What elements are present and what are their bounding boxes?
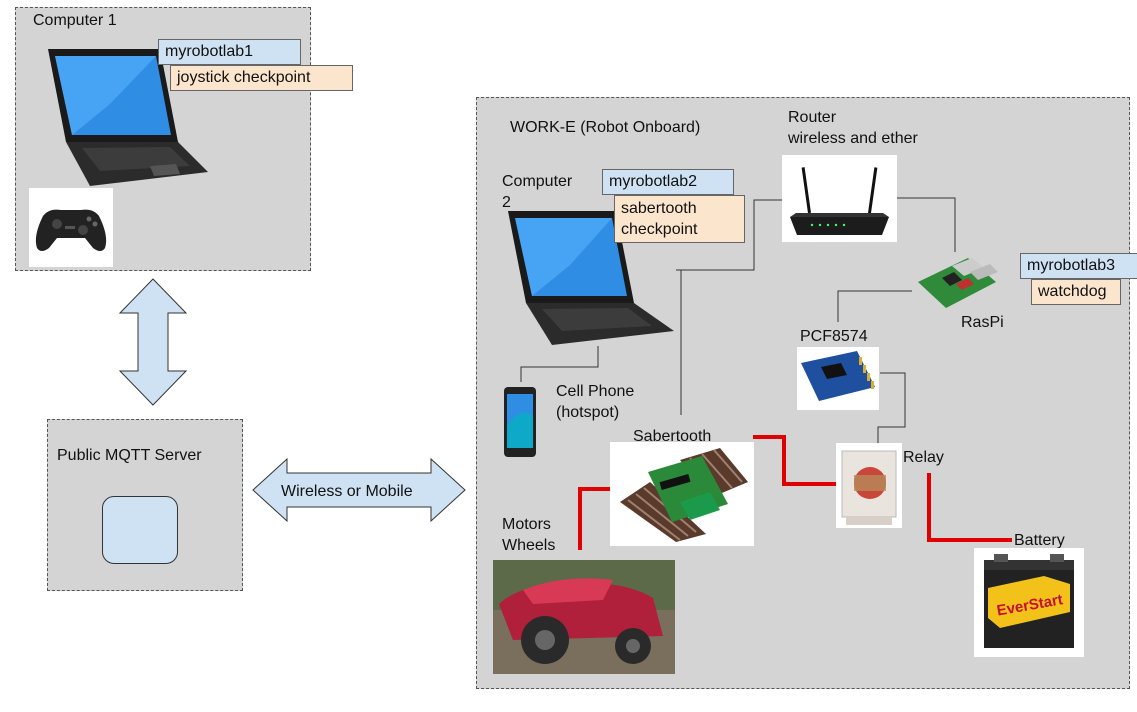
phone-label: Cell Phone (hotspot): [556, 383, 635, 421]
router-icon: [782, 155, 897, 242]
wire-laptop-router: [676, 199, 782, 271]
gamepad-icon: [29, 188, 113, 267]
wheelchair-motor-icon: [493, 560, 675, 674]
computer1-title: Computer 1: [33, 12, 117, 29]
myrobotlab2-tag: myrobotlab2: [602, 169, 734, 195]
router-label: Router wireless and ether: [788, 109, 918, 147]
relay-label: Relay: [903, 449, 944, 466]
mqtt-server-title: Public MQTT Server: [57, 447, 202, 464]
vertical-double-arrow: [118, 278, 188, 406]
joystick-checkpoint-tag: joystick checkpoint: [170, 65, 353, 91]
myrobotlab3-tag: myrobotlab3: [1020, 253, 1137, 279]
worke-title: WORK-E (Robot Onboard): [510, 119, 701, 136]
pcf8574-label: PCF8574: [800, 328, 868, 345]
wire-router-raspi: [897, 197, 956, 252]
computer2-label: Computer 2: [502, 173, 573, 211]
laptop-icon: [500, 207, 677, 347]
raspi-icon: [912, 252, 1000, 315]
battery-label: Battery: [1014, 532, 1065, 549]
sabertooth-checkpoint-tag: sabertooth checkpoint: [614, 195, 745, 243]
horizontal-double-arrow: [252, 457, 466, 523]
laptop-icon: [30, 44, 210, 189]
battery-icon: EverStart: [974, 548, 1084, 657]
wire-pcf-relay: [877, 372, 906, 443]
server-icon: [102, 496, 178, 564]
power-wire-relay-battery: [927, 473, 1012, 542]
power-wire-motors-sabertooth: [578, 487, 610, 550]
smartphone-icon: [503, 386, 537, 458]
raspi-label: RasPi: [961, 314, 1004, 331]
power-wire-sabertooth-relay: [753, 435, 836, 486]
wire-raspi-pcf: [837, 290, 912, 322]
wire-phone-laptop: [520, 346, 599, 382]
sabertooth-label: Sabertooth: [633, 428, 712, 445]
myrobotlab1-tag: myrobotlab1: [158, 39, 301, 65]
watchdog-tag: watchdog: [1031, 279, 1121, 305]
pcf8574-board-icon: [797, 347, 879, 410]
relay-icon: [836, 443, 902, 528]
motors-label: Motors Wheels: [502, 516, 556, 554]
wireless-link-label: Wireless or Mobile: [281, 483, 413, 500]
sabertooth-board-icon: [610, 442, 754, 546]
